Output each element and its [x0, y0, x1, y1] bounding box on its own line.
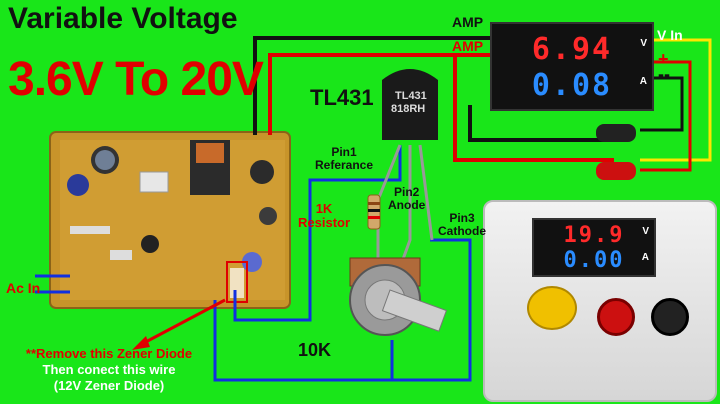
red-terminal — [596, 162, 636, 180]
zener-note: **Remove this Zener Diode Then conect th… — [0, 346, 218, 394]
tl431-label: TL431 — [310, 85, 374, 110]
zener-note-line2: Then conect this wire — [42, 362, 176, 377]
lead-cathode — [418, 144, 434, 241]
power-supply-board — [49, 131, 291, 309]
black-wire-output — [253, 36, 490, 135]
amp-label-2: AMP — [452, 38, 484, 54]
pin1-label-line1: Pin1 — [331, 145, 357, 159]
pin2-label: Pin2 Anode — [388, 186, 425, 212]
pin1-label: Pin1 Referance — [315, 146, 373, 172]
voltage-range: 3.6V To 20V — [8, 53, 264, 106]
minus-sign: -- — [658, 64, 670, 84]
chip-marking-line1: TL431 — [395, 90, 427, 102]
pin1-label-line2: Referance — [315, 158, 374, 172]
yellow-wire — [640, 38, 712, 162]
blue-wire-bottom — [213, 300, 394, 382]
amp-unit-box: A — [641, 252, 649, 263]
pin2-label-line2: Anode — [388, 198, 426, 212]
black-terminal — [596, 124, 636, 142]
chip-marking-line2: 818RH — [391, 103, 426, 115]
potentiometer — [349, 257, 448, 336]
volt-amp-meter-box: 19.9 0.00 V A — [532, 218, 656, 277]
zener-note-line1: **Remove this Zener Diode — [25, 346, 193, 361]
pin2-label-line1: Pin2 — [394, 185, 420, 199]
tl431-chip — [382, 69, 438, 140]
voltage-reading-box: 19.9 — [563, 223, 625, 248]
yellow-knob[interactable] — [527, 286, 577, 330]
zener-note-line3: (12V Zener Diode) — [53, 378, 165, 393]
current-reading-top: 0.08 — [531, 68, 613, 103]
voltage-reading-top: 6.94 — [531, 32, 613, 67]
black-wire-meter — [468, 105, 612, 142]
lead-anode — [400, 145, 412, 263]
plus-sign: + — [658, 49, 669, 69]
blue-wire-cathode — [392, 238, 472, 382]
resistor-label: 1K Resistor — [298, 202, 350, 230]
pin3-label-line1: Pin3 — [449, 211, 475, 225]
red-wire-vin — [640, 60, 692, 172]
pin3-label-line2: Cathode — [438, 224, 486, 238]
resistor-label-line2: Resistor — [298, 215, 351, 230]
current-reading-box: 0.00 — [563, 248, 625, 273]
volt-amp-meter-top: 6.94 0.08 V A — [490, 22, 654, 111]
amp-label-1: AMP — [452, 14, 484, 30]
red-binding-post[interactable] — [597, 298, 635, 336]
black-wire-vin — [640, 76, 684, 132]
ac-in-label: Ac In — [6, 280, 41, 296]
volt-unit-top: V — [640, 38, 647, 49]
blue-wire-pin1 — [233, 145, 402, 322]
volt-unit-box: V — [642, 226, 649, 237]
pot-value-label: 10K — [298, 340, 332, 360]
zener-pointer-arrow — [139, 298, 226, 347]
amp-unit-top: A — [639, 76, 647, 87]
black-binding-post[interactable] — [651, 298, 689, 336]
pin3-label: Pin3 Cathode — [438, 212, 486, 238]
v-in-label: V In — [657, 27, 683, 43]
red-wire-output — [268, 53, 490, 135]
resistor-label-line1: 1K — [315, 201, 333, 216]
title: Variable Voltage — [8, 2, 238, 35]
